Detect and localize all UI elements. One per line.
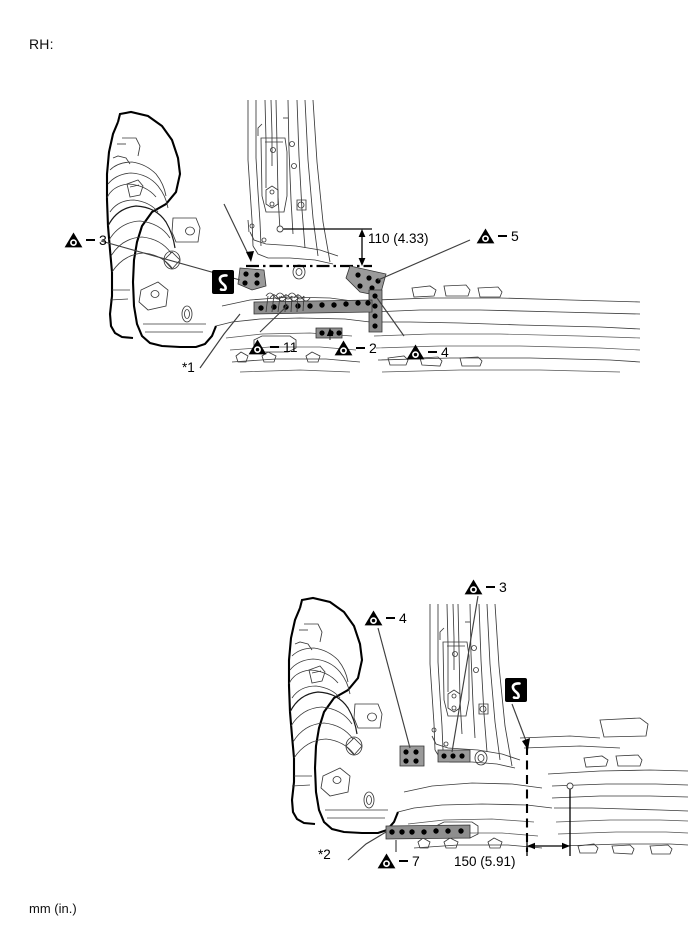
figure-top: 110 (4.33) 3 5 [0,99,688,400]
wheel-arch-panel [105,110,217,349]
callout-number: 2 [369,340,377,356]
callout-4b[interactable]: 4 [364,610,407,626]
callout-number: 4 [399,610,407,626]
figure-top-linework [100,99,641,373]
callout-3b[interactable]: 3 [464,579,507,595]
callout-7[interactable]: 7 [377,853,420,869]
callout-dash [270,346,279,348]
unit-footer: mm (in.) [29,901,77,916]
callout-dash [498,235,507,237]
callout-number: 4 [441,344,449,360]
callout-dash [386,617,395,619]
wheel-arch-panel [287,596,399,835]
weld-triangle-icon [334,340,353,356]
callout-dash [399,860,408,862]
callout-5[interactable]: 5 [476,228,519,244]
weld-band-rocker [253,299,373,315]
weld-triangle-icon [64,232,83,248]
rocker-panel [397,717,688,855]
figure-bottom-linework [287,595,688,861]
dimension-110 [276,225,372,266]
reference-star-1: *1 [182,360,195,375]
sealer-marker [505,678,527,702]
callout-number: 3 [99,232,107,248]
dimension-150 [526,782,574,856]
weld-triangle-icon [377,853,396,869]
sealer-s-glyph [212,270,234,294]
callout-3[interactable]: 3 [64,232,107,248]
sealer-s-glyph [505,678,527,702]
callout-dash [486,586,495,588]
rocker-spring-hatch [265,292,311,313]
dimension-label-150: 150 (5.91) [454,854,516,869]
callout-number: 3 [499,579,507,595]
callout-number: 7 [412,853,420,869]
center-pillar-panel [247,99,339,265]
callout-number: 11 [283,339,298,355]
weld-triangle-icon [248,339,267,355]
callout-11[interactable]: 11 [248,339,298,355]
figure-bottom: 4 3 7 [0,560,688,880]
weld-band-pillar-base [399,745,425,767]
callout-dash [86,239,95,241]
reference-star-2: *2 [318,847,331,862]
side-label-rh: RH: [29,36,54,52]
weld-triangle-icon [364,610,383,626]
weld-triangle-icon [464,579,483,595]
callout-number: 5 [511,228,519,244]
callout-dash [428,351,437,353]
callout-dash [356,347,365,349]
weld-triangle-icon [476,228,495,244]
weld-triangle-icon [406,344,425,360]
weld-band-left [237,267,267,291]
dimension-label-110: 110 (4.33) [368,231,429,246]
figure-bottom-leaders [347,595,530,861]
callout-4[interactable]: 4 [406,344,449,360]
sealer-marker [212,270,234,294]
weld-band-lower-rocker [385,824,471,840]
center-pillar-panel [429,603,521,769]
callout-2[interactable]: 2 [334,340,377,356]
